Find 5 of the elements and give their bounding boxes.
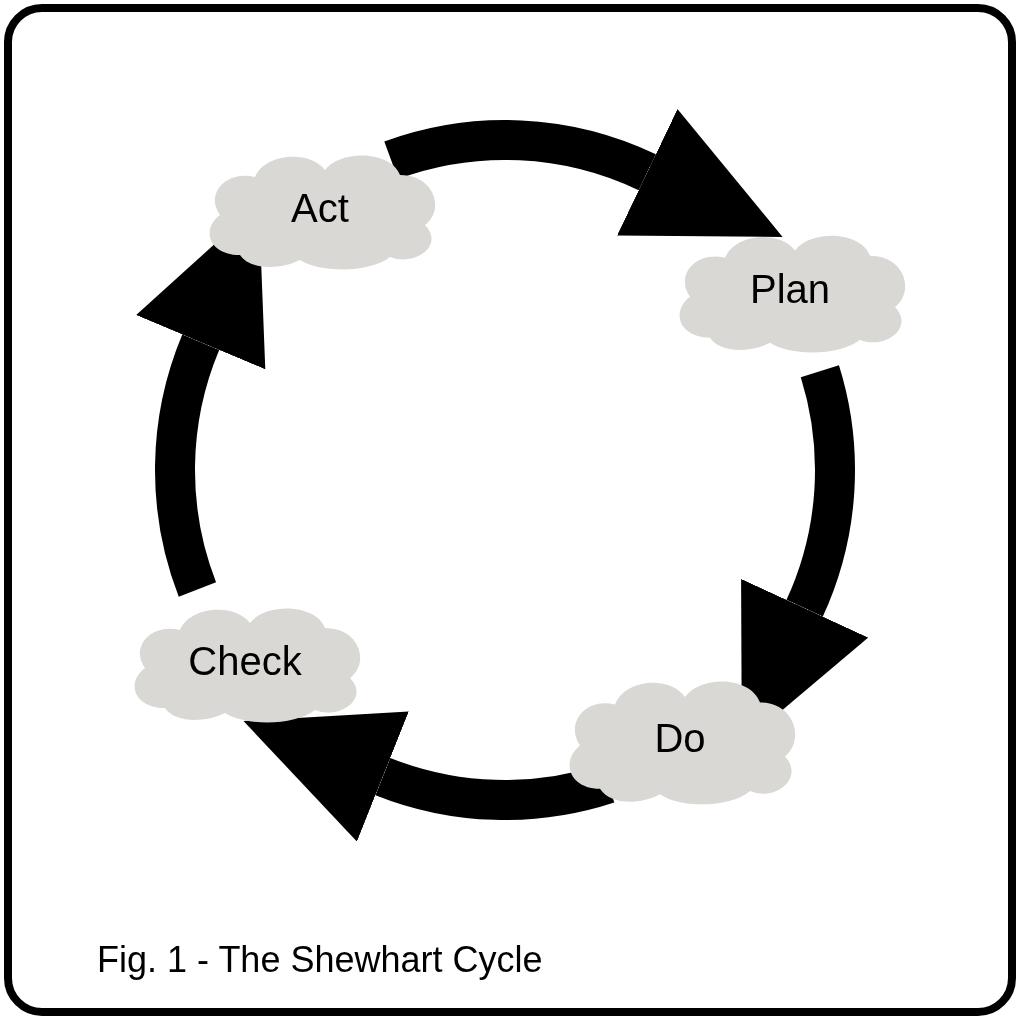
stage-label: Do [654,717,706,758]
stage-label: Plan [749,269,831,309]
stage-label: Act [291,187,349,228]
figure-caption: Fig. 1 - The Shewhart Cycle [97,938,543,982]
stage-label: Check [188,640,302,681]
